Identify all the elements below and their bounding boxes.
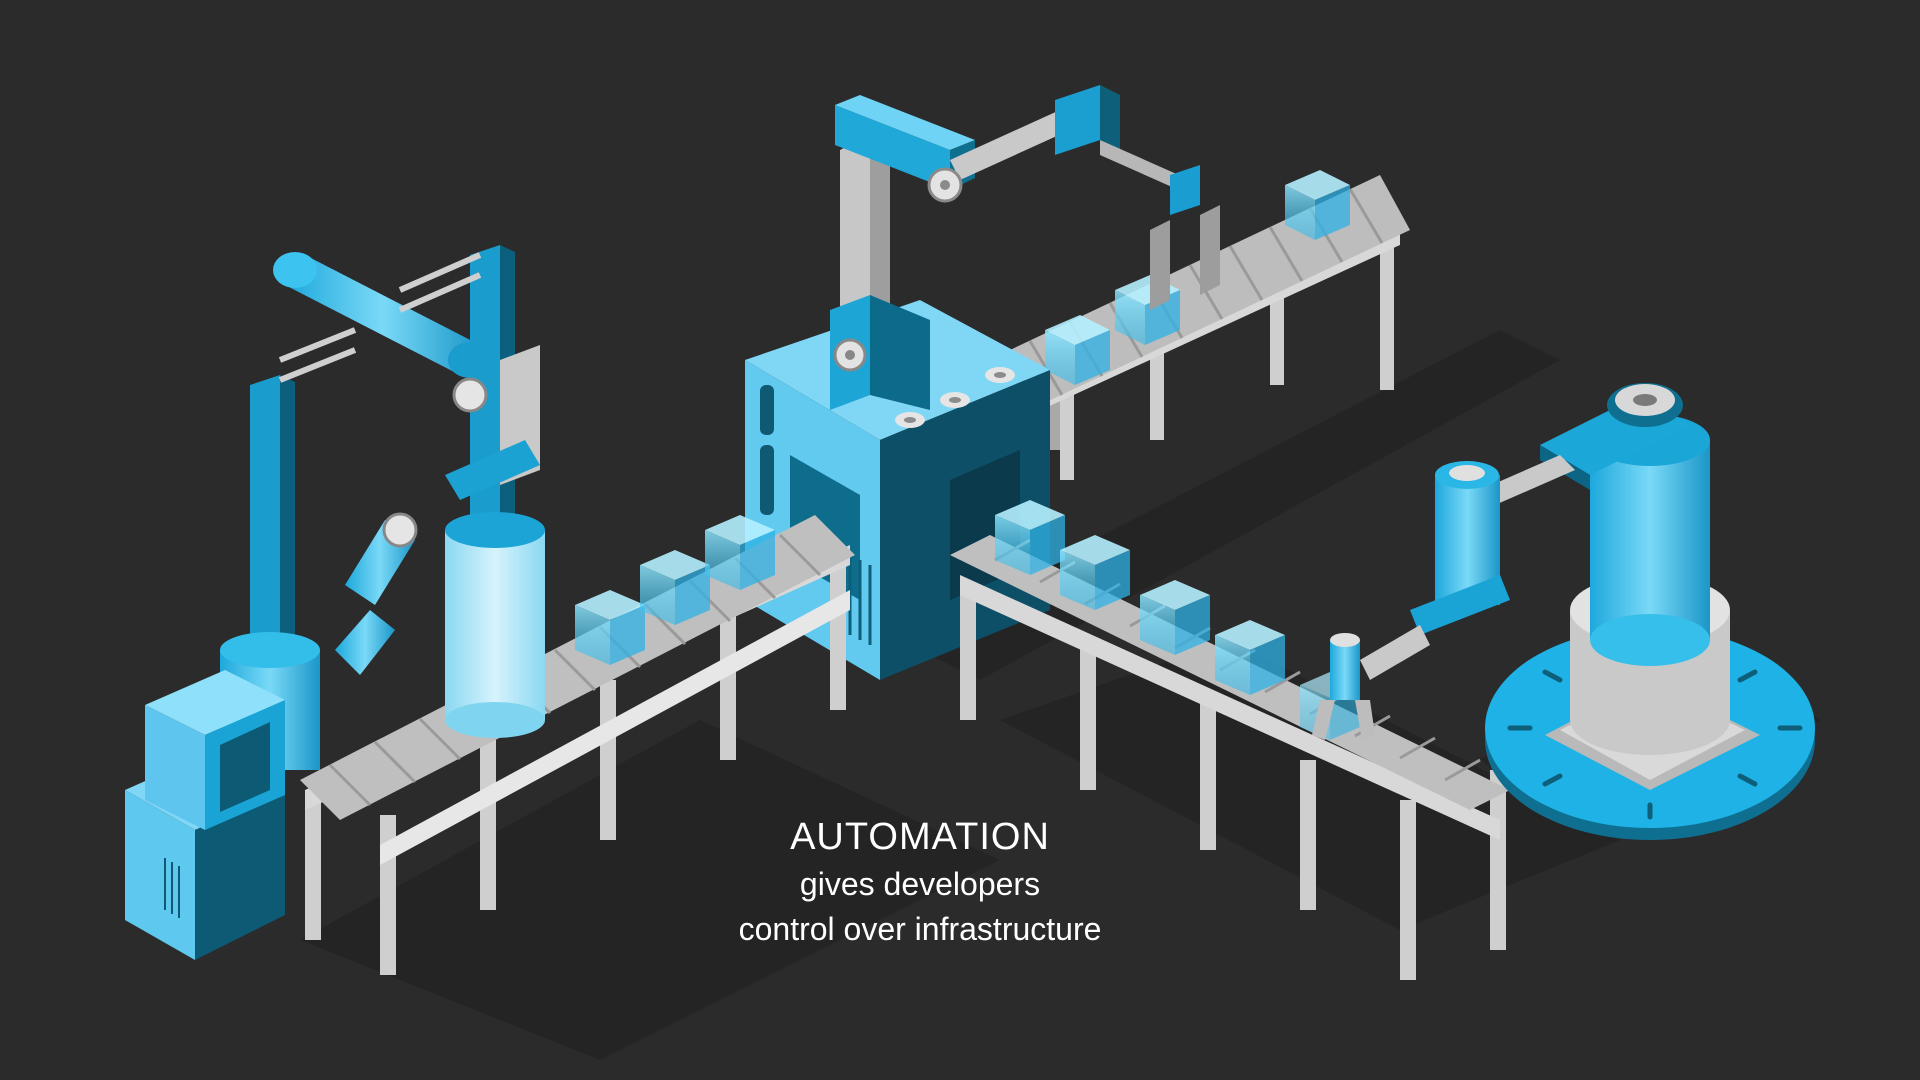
glass-cube-icon	[1215, 620, 1285, 695]
gripper-claw-icon	[1312, 633, 1375, 740]
computer-terminal-icon	[125, 670, 285, 960]
caption-line-2: control over infrastructure	[738, 911, 1102, 947]
glass-cube-icon	[640, 550, 710, 625]
glass-cube-icon	[705, 515, 775, 590]
glass-cube-icon	[575, 590, 645, 665]
glass-cube-icon	[1140, 580, 1210, 655]
robot-arm-icon	[220, 245, 545, 770]
glass-cube-icon	[1285, 170, 1350, 240]
caption-headline: AUTOMATION	[790, 816, 1050, 858]
conveyor-belt-left	[300, 515, 855, 975]
caption-line-1: gives developers	[799, 866, 1041, 902]
caption-block: AUTOMATION gives developers control over…	[620, 812, 1220, 952]
glass-cube-icon	[1060, 535, 1130, 610]
glass-cube-icon	[1045, 315, 1110, 385]
robot-arm-icon	[1312, 383, 1710, 740]
glass-cube-icon	[995, 500, 1065, 575]
